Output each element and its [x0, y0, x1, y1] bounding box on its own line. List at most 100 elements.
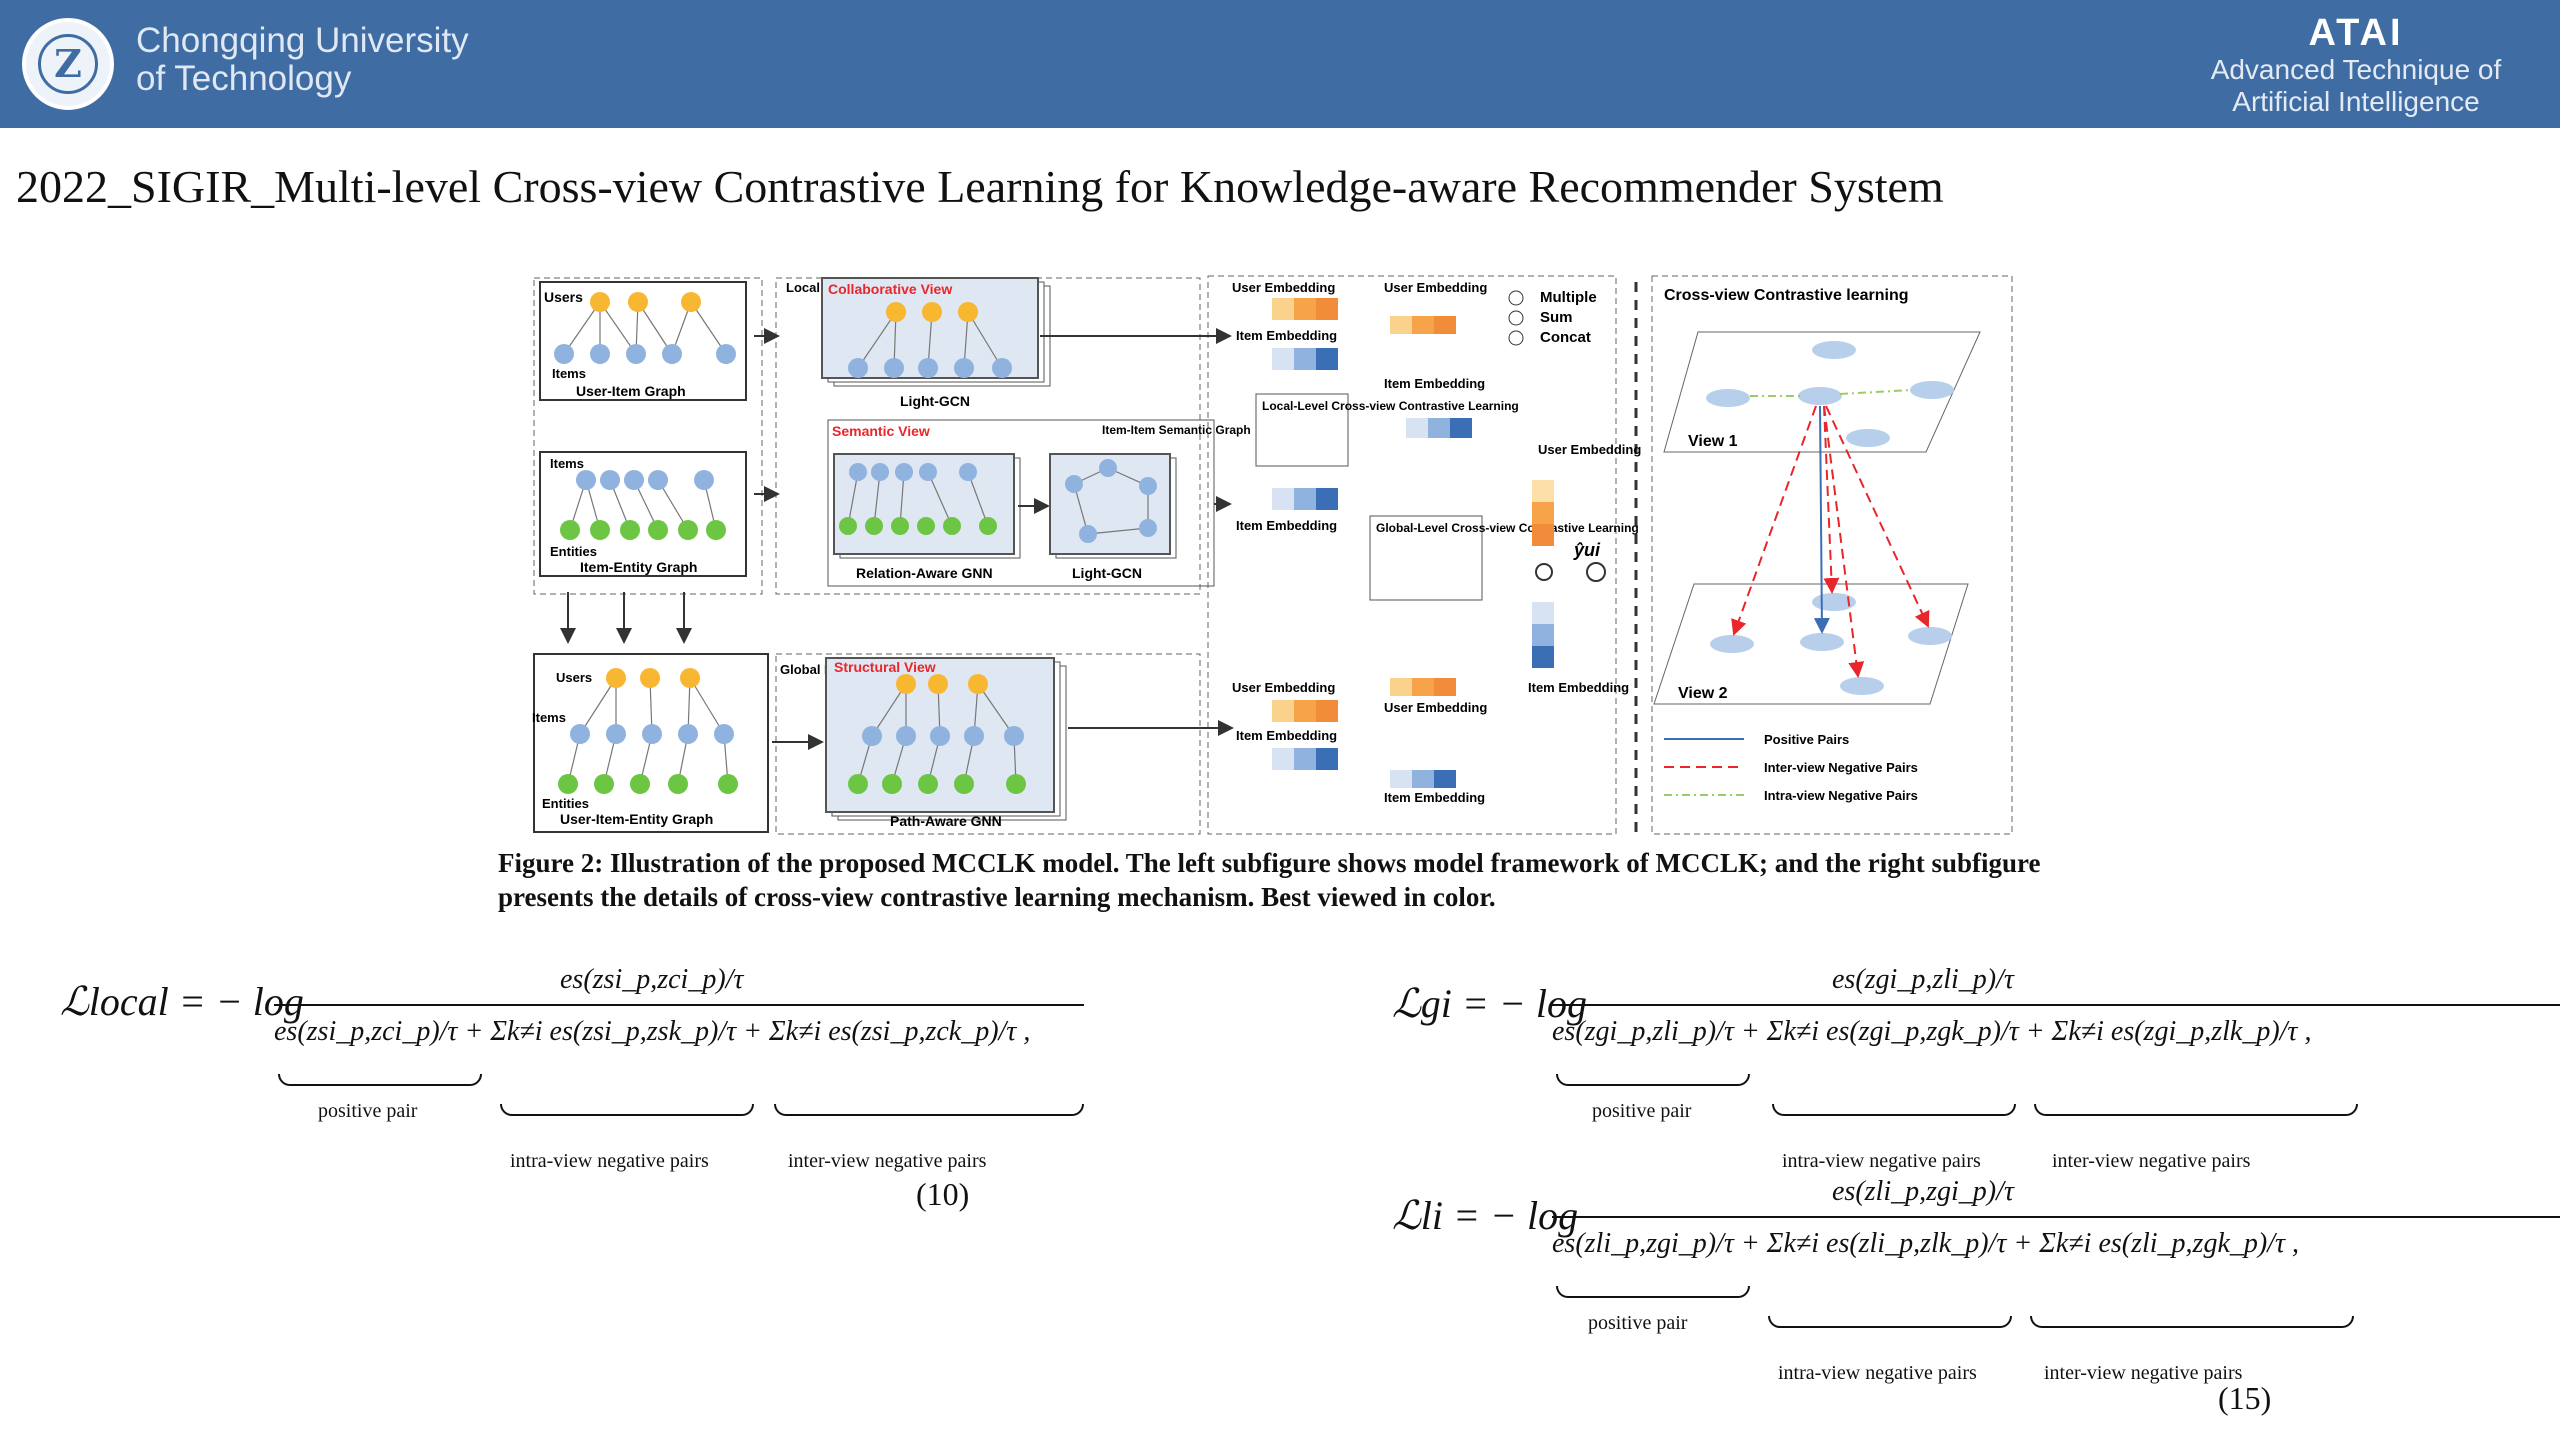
- eq15a-label-intra: intra-view negative pairs: [1782, 1150, 1981, 1172]
- eq10-brace-intra: [500, 1104, 754, 1116]
- logo-emblem-icon: Z: [38, 34, 98, 94]
- eq15a-label-positive: positive pair: [1592, 1100, 1692, 1122]
- eq10-brace-positive: [278, 1074, 482, 1086]
- svg-text:Structural View: Structural View: [834, 659, 936, 675]
- eq15a-brace-intra: [1772, 1104, 2016, 1116]
- structural-view: Global Level Structural View Path-Aware …: [780, 657, 1067, 829]
- user-item-graph: Users Items User-Item Graph: [539, 281, 747, 401]
- eq15b-brace-inter: [2030, 1316, 2354, 1328]
- eq15b-brace-intra: [1768, 1316, 2012, 1328]
- eq15-number: (15): [2218, 1380, 2272, 1416]
- svg-text:Relation-Aware GNN: Relation-Aware GNN: [856, 565, 993, 581]
- svg-text:Item Embedding: Item Embedding: [1384, 790, 1485, 805]
- eq10-label-inter: inter-view negative pairs: [788, 1150, 987, 1172]
- svg-text:Item-Item Semantic Graph: Item-Item Semantic Graph: [1102, 423, 1251, 437]
- svg-text:Entities: Entities: [542, 796, 589, 811]
- svg-text:User Embedding: User Embedding: [1232, 680, 1335, 695]
- svg-text:Local-Level Cross-view Contras: Local-Level Cross-view Contrastive Learn…: [1262, 399, 1519, 413]
- eq10-numerator: es(zsi_p,zci_p)/τ: [560, 964, 744, 995]
- cross-view-group: [1651, 275, 2013, 835]
- university-line2: of Technology: [136, 59, 352, 98]
- svg-text:Item Embedding: Item Embedding: [1236, 728, 1337, 743]
- eq10-lhs: ℒlocal = − log: [60, 979, 304, 1024]
- eq10-brace-inter: [774, 1104, 1084, 1116]
- eq15b-lhs: ℒli = − log: [1392, 1193, 1579, 1238]
- svg-text:View 2: View 2: [1678, 685, 1728, 702]
- svg-text:Entities: Entities: [550, 544, 597, 559]
- input-graphs-group: [533, 277, 763, 595]
- page-title: 2022_SIGIR_Multi-level Cross-view Contra…: [16, 161, 1944, 212]
- svg-text:User Embedding: User Embedding: [1384, 280, 1487, 295]
- eq10-label-positive: positive pair: [318, 1100, 418, 1122]
- atai-subtitle-line2: Artificial Intelligence: [2232, 86, 2480, 117]
- svg-text:User Embedding: User Embedding: [1384, 700, 1487, 715]
- equation-15-global: ℒgi = − log es(zgi_p,zli_p)/τ es(zgi_p,z…: [1392, 960, 2560, 1180]
- svg-text:Light-GCN: Light-GCN: [900, 393, 970, 409]
- university-logo: Z: [22, 18, 114, 110]
- svg-text:Light-GCN: Light-GCN: [1072, 565, 1142, 581]
- eq15b-label-inter: inter-view negative pairs: [2044, 1362, 2243, 1384]
- svg-text:User Embedding: User Embedding: [1538, 442, 1641, 457]
- eq15b-fraction-line: [1552, 1216, 2560, 1218]
- svg-text:User Embedding: User Embedding: [1232, 280, 1335, 295]
- svg-text:Item Embedding: Item Embedding: [1528, 680, 1629, 695]
- eq15b-numerator: es(zli_p,zgi_p)/τ: [1832, 1176, 2014, 1207]
- eq15a-label-inter: inter-view negative pairs: [2052, 1150, 2251, 1172]
- svg-text:Item Embedding: Item Embedding: [1236, 518, 1337, 533]
- eq10-label-intra: intra-view negative pairs: [510, 1150, 709, 1172]
- svg-text:Intra-view Negative Pairs: Intra-view Negative Pairs: [1764, 788, 1918, 803]
- svg-text:View 1: View 1: [1688, 433, 1738, 450]
- svg-text:Path-Aware GNN: Path-Aware GNN: [890, 813, 1002, 829]
- global-level-group: [775, 653, 1201, 835]
- svg-text:Semantic View: Semantic View: [832, 423, 930, 439]
- eq15b-brace-positive: [1556, 1286, 1750, 1298]
- equation-15-local: ℒli = − log es(zli_p,zgi_p)/τ es(zli_p,z…: [1392, 1172, 2560, 1392]
- svg-text:Users: Users: [556, 670, 592, 685]
- atai-logo: ATAI Advanced Technique of Artificial In…: [2186, 12, 2526, 118]
- svg-text:Multiple: Multiple: [1540, 289, 1597, 306]
- svg-text:User-Item-Entity Graph: User-Item-Entity Graph: [560, 811, 713, 827]
- equation-10: ℒlocal = − log es(zsi_p,zci_p)/τ es(zsi_…: [60, 960, 1084, 1220]
- svg-text:Positive Pairs: Positive Pairs: [1764, 732, 1849, 747]
- eq10-denominator: es(zsi_p,zci_p)/τ + Σk≠i es(zsi_p,zsk_p)…: [274, 1016, 1031, 1047]
- eq15b-denominator: es(zli_p,zgi_p)/τ + Σk≠i es(zli_p,zlk_p)…: [1552, 1228, 2300, 1259]
- atai-title: ATAI: [2308, 12, 2404, 54]
- svg-text:Users: Users: [544, 289, 583, 305]
- svg-text:Item-Entity Graph: Item-Entity Graph: [580, 559, 697, 575]
- item-entity-graph: Items Entities Item-Entity Graph: [539, 451, 747, 577]
- user-item-entity-graph: Users Items Entities User-Item-Entity Gr…: [532, 653, 769, 833]
- eq15a-numerator: es(zgi_p,zli_p)/τ: [1832, 964, 2014, 995]
- eq15a-lhs: ℒgi = − log: [1392, 981, 1588, 1026]
- svg-text:Inter-view Negative Pairs: Inter-view Negative Pairs: [1764, 760, 1918, 775]
- embedding-group: [1207, 275, 1617, 835]
- collaborative-view: Local Level Collaborative View Light-GCN: [786, 277, 1051, 409]
- eq15a-brace-positive: [1556, 1074, 1750, 1086]
- atai-subtitle-line1: Advanced Technique of: [2210, 54, 2502, 85]
- eq15a-fraction-line: [1552, 1004, 2560, 1006]
- svg-text:Concat: Concat: [1540, 329, 1591, 346]
- figure-caption: Figure 2: Illustration of the proposed M…: [498, 848, 2041, 912]
- eq15a-denominator: es(zgi_p,zli_p)/τ + Σk≠i es(zgi_p,zgk_p)…: [1552, 1016, 2312, 1047]
- svg-text:Item Embedding: Item Embedding: [1384, 376, 1485, 391]
- eq10-number: (10): [916, 1176, 970, 1212]
- eq15b-label-intra: intra-view negative pairs: [1778, 1362, 1977, 1384]
- svg-text:User-Item Graph: User-Item Graph: [576, 383, 686, 399]
- svg-text:Collaborative View: Collaborative View: [828, 281, 952, 297]
- semantic-view: Semantic View Item-Item Semantic Graph R…: [827, 419, 1251, 587]
- eq10-fraction-line: [274, 1004, 1084, 1006]
- embedding-section: User Embedding Item Embedding Local-Leve…: [1232, 280, 1641, 805]
- eq15a-brace-inter: [2034, 1104, 2358, 1116]
- svg-text:Cross-view Contrastive learnin: Cross-view Contrastive learning: [1664, 287, 1909, 304]
- university-name: Chongqing University of Technology: [136, 22, 469, 98]
- header-bar: Z Chongqing University of Technology ATA…: [0, 0, 2560, 128]
- eq15b-label-positive: positive pair: [1588, 1312, 1688, 1334]
- svg-text:Items: Items: [552, 366, 586, 381]
- svg-text:Global-Level Cross-view Contra: Global-Level Cross-view Contrastive Lear…: [1376, 521, 1639, 535]
- cross-view-panel: Cross-view Contrastive learning View 1 V…: [1653, 287, 1981, 803]
- svg-text:ŷui: ŷui: [1573, 540, 1601, 560]
- mcclk-figure: Users Items User-Item Graph Items Entiti…: [532, 275, 2013, 835]
- university-line1: Chongqing University: [136, 21, 469, 60]
- svg-text:Item Embedding: Item Embedding: [1236, 328, 1337, 343]
- svg-text:Sum: Sum: [1540, 309, 1573, 326]
- svg-text:Items: Items: [550, 456, 584, 471]
